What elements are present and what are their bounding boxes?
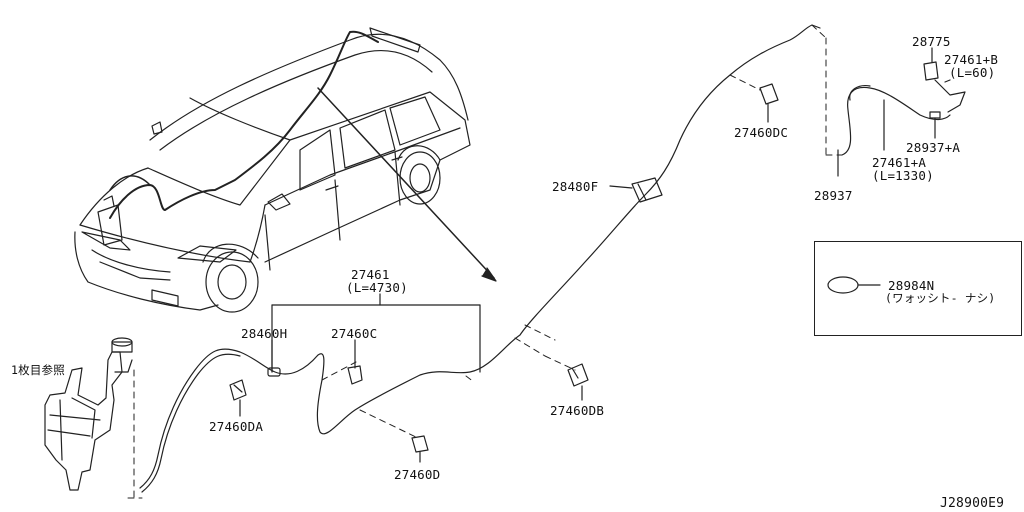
label-28480F: 28480F (552, 179, 599, 194)
washer-tank (44, 337, 133, 491)
rear-hose-27461A (841, 86, 951, 156)
clip-27460DA (229, 379, 247, 417)
clip-28460H (267, 339, 281, 377)
label-27460DA: 27460DA (209, 419, 264, 434)
joint-28937A (929, 111, 941, 139)
washer-cap-28984N (827, 276, 881, 294)
label-28984N: 28984N (888, 278, 935, 293)
label-28984N-desc: (ワォッシト‐ ナシ) (885, 291, 996, 305)
nozzle-28775 (923, 47, 966, 113)
label-27461: 27461 (351, 267, 390, 282)
label-27460C: 27460C (331, 326, 378, 341)
label-28775: 28775 (912, 34, 951, 49)
grommet-28480F (609, 177, 663, 203)
label-27461-length: (L=4730) (346, 280, 408, 295)
label-27461A: 27461+A (872, 155, 927, 170)
clip-27460DC (759, 83, 779, 123)
inset-box (814, 241, 1022, 336)
label-27461B-length: (L=60) (949, 65, 996, 80)
label-27460DB: 27460DB (550, 403, 605, 418)
main-washer-hose (139, 24, 821, 489)
label-27460D: 27460D (394, 467, 441, 482)
washer-hose-routing (109, 30, 379, 219)
clip-27460D (411, 435, 429, 463)
pointer-arrow (317, 87, 497, 282)
label-28937: 28937 (814, 188, 853, 203)
clip-27460DB (567, 363, 589, 401)
label-27461B: 27461+B (944, 52, 999, 67)
label-28937A: 28937+A (906, 140, 961, 155)
label-tank-note: 1枚目参照 (11, 363, 65, 377)
vehicle-illustration (74, 27, 471, 313)
clip-27460C (347, 339, 363, 385)
label-27460DC: 27460DC (734, 125, 789, 140)
diagram-id: J28900E9 (940, 496, 1005, 511)
label-28460H: 28460H (241, 326, 288, 341)
label-27461A-length: (L=1330) (872, 168, 934, 183)
